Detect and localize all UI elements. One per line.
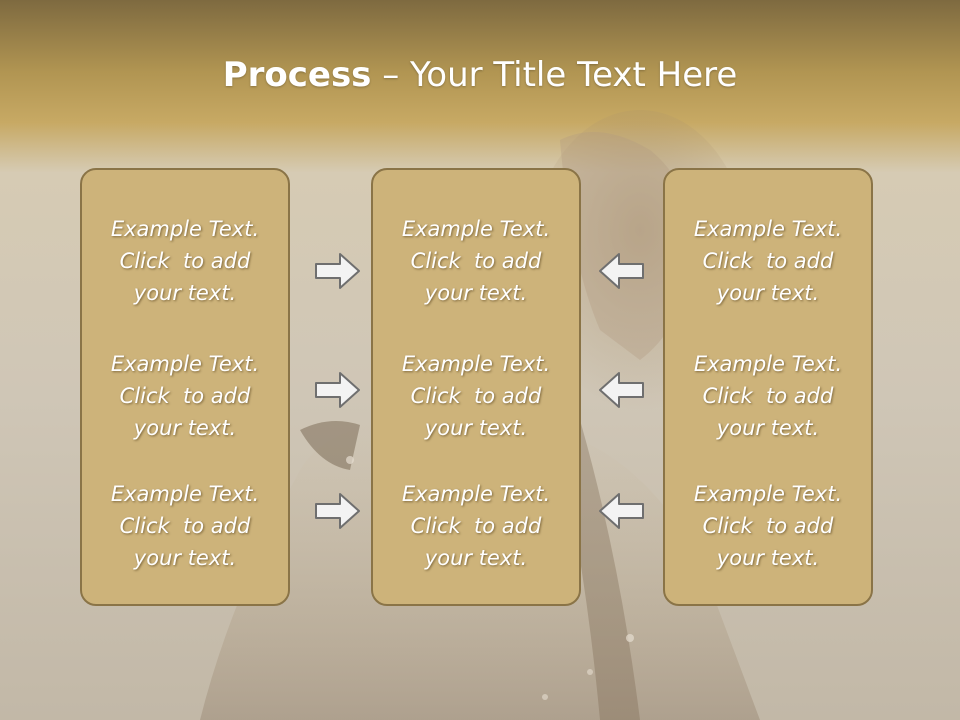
- text-placeholder[interactable]: Example Text. Click to add your text.: [665, 348, 871, 444]
- panel-right[interactable]: Example Text. Click to add your text. Ex…: [663, 168, 873, 606]
- text-line: Click to add: [702, 384, 834, 408]
- text-line: Example Text.: [110, 352, 260, 376]
- text-line: Example Text.: [693, 352, 843, 376]
- panel-center[interactable]: Example Text. Click to add your text. Ex…: [371, 168, 581, 606]
- text-placeholder[interactable]: Example Text. Click to add your text.: [665, 213, 871, 309]
- text-line: Example Text.: [110, 217, 260, 241]
- text-placeholder[interactable]: Example Text. Click to add your text.: [665, 478, 871, 574]
- text-placeholder[interactable]: Example Text. Click to add your text.: [82, 213, 288, 309]
- panel-left[interactable]: Example Text. Click to add your text. Ex…: [80, 168, 290, 606]
- text-line: Example Text.: [693, 482, 843, 506]
- text-line: Click to add: [702, 249, 834, 273]
- text-line: Click to add: [119, 384, 251, 408]
- arrow-right-icon: [315, 372, 360, 408]
- text-line: your text.: [424, 281, 528, 305]
- text-line: your text.: [716, 546, 820, 570]
- text-line: Click to add: [119, 249, 251, 273]
- text-line: Click to add: [410, 249, 542, 273]
- arrow-right-icon: [315, 253, 360, 289]
- title-bold: Process: [222, 55, 372, 95]
- text-placeholder[interactable]: Example Text. Click to add your text.: [82, 478, 288, 574]
- text-line: Click to add: [410, 384, 542, 408]
- text-line: your text.: [424, 416, 528, 440]
- text-line: Example Text.: [401, 352, 551, 376]
- text-line: Click to add: [119, 514, 251, 538]
- text-line: your text.: [716, 281, 820, 305]
- text-line: Example Text.: [401, 482, 551, 506]
- text-line: Example Text.: [693, 217, 843, 241]
- title-rest: – Your Title Text Here: [371, 55, 738, 95]
- text-line: your text.: [133, 546, 237, 570]
- text-line: your text.: [424, 546, 528, 570]
- text-line: Click to add: [410, 514, 542, 538]
- arrow-left-icon: [599, 372, 644, 408]
- text-placeholder[interactable]: Example Text. Click to add your text.: [373, 348, 579, 444]
- arrow-left-icon: [599, 253, 644, 289]
- text-placeholder[interactable]: Example Text. Click to add your text.: [82, 348, 288, 444]
- text-line: your text.: [133, 416, 237, 440]
- text-line: Example Text.: [110, 482, 260, 506]
- text-line: your text.: [133, 281, 237, 305]
- text-placeholder[interactable]: Example Text. Click to add your text.: [373, 478, 579, 574]
- text-line: Click to add: [702, 514, 834, 538]
- arrow-right-icon: [315, 493, 360, 529]
- slide-title[interactable]: Process – Your Title Text Here: [0, 52, 960, 98]
- arrow-left-icon: [599, 493, 644, 529]
- text-placeholder[interactable]: Example Text. Click to add your text.: [373, 213, 579, 309]
- text-line: your text.: [716, 416, 820, 440]
- text-line: Example Text.: [401, 217, 551, 241]
